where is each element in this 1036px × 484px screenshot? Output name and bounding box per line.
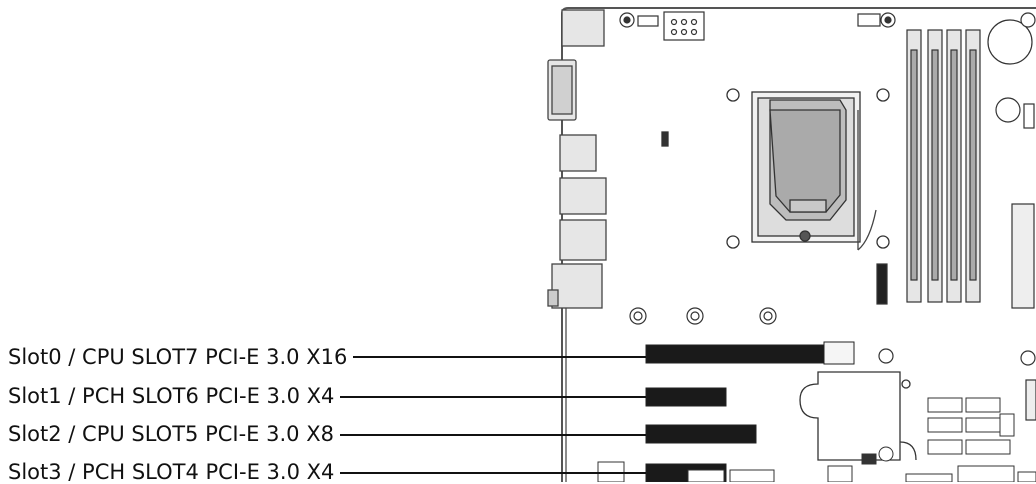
slot-label-0: Slot0 / CPU SLOT7 PCI-E 3.0 X16 — [8, 345, 348, 369]
m2-area — [629, 263, 894, 364]
right-side-components — [987, 12, 1036, 421]
mount-hole — [726, 88, 740, 102]
pcie-slots — [645, 341, 855, 482]
leader-line-2 — [340, 434, 646, 436]
slot-label-1: Slot1 / PCH SLOT6 PCI-E 3.0 X4 — [8, 384, 335, 408]
io-port-audio-jack — [559, 134, 597, 172]
slot-label-3: Slot3 / PCH SLOT4 PCI-E 3.0 X4 — [8, 460, 335, 484]
cmos-battery — [987, 19, 1033, 65]
leader-line-3 — [340, 472, 646, 474]
io-port-top — [561, 9, 605, 47]
m2-slot — [876, 263, 888, 305]
pcie-slot-x4-top — [645, 387, 727, 407]
leader-line-1 — [340, 396, 646, 398]
top-connectors — [619, 11, 896, 41]
slot-label-2: Slot2 / CPU SLOT5 PCI-E 3.0 X8 — [8, 422, 334, 446]
chipset-heatsink — [799, 371, 917, 461]
io-port-usb-2 — [559, 219, 607, 261]
board-outline — [561, 7, 1036, 482]
power-connector-8pin — [663, 11, 705, 41]
leader-line-0 — [353, 356, 646, 358]
io-port-lan — [551, 263, 603, 309]
io-port-usb-1 — [559, 177, 607, 215]
cpu-socket — [661, 88, 890, 251]
pcie-slot-x16 — [645, 344, 825, 364]
atx-power-connector — [1011, 203, 1035, 309]
dimm-slots — [906, 29, 981, 303]
rear-io-ports — [547, 9, 607, 309]
pcie-slot-x8 — [645, 424, 757, 444]
bottom-components — [597, 397, 1036, 482]
